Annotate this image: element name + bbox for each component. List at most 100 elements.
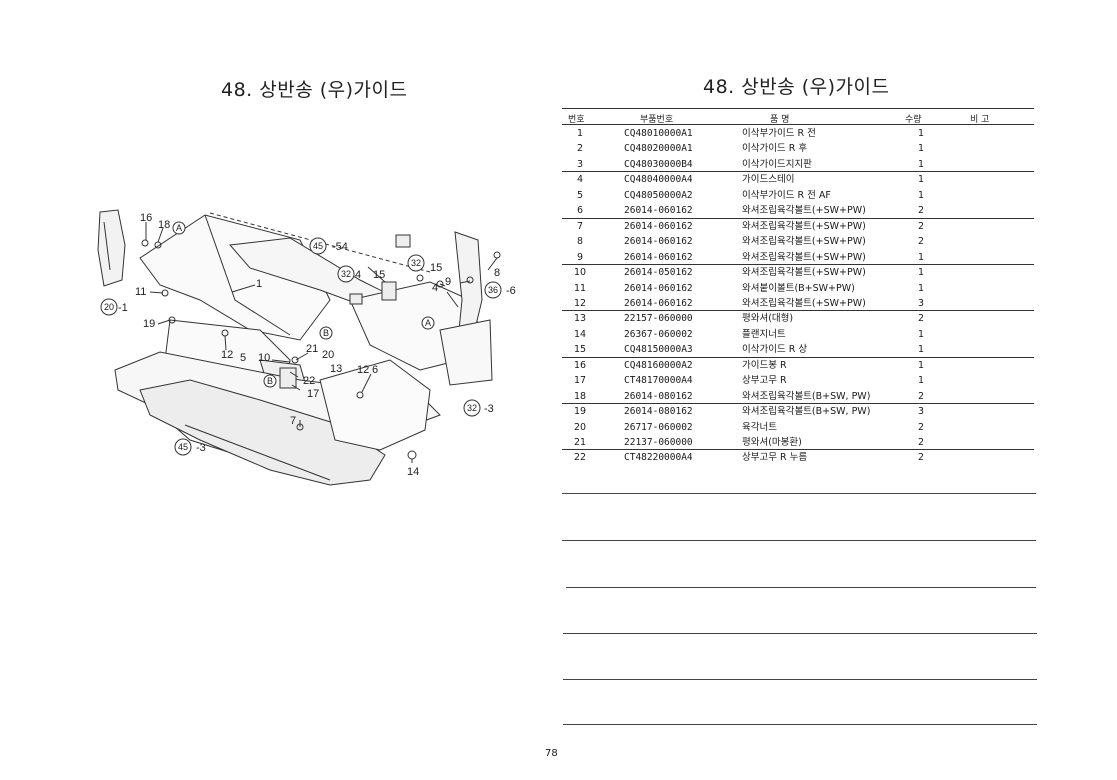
part-name: 와셔조립육각볼트(+SW+PW) <box>742 251 866 263</box>
callout-13: 13 <box>330 363 342 375</box>
row-number: 6 <box>576 205 584 217</box>
quantity: 2 <box>917 220 925 232</box>
part-name: 평와셔(대형) <box>742 313 794 325</box>
quantity: 1 <box>917 267 925 279</box>
quantity: 1 <box>917 328 925 340</box>
quantity: 1 <box>917 251 925 263</box>
part-number: 26014-060162 <box>624 282 693 294</box>
header-qty: 수량 <box>905 115 922 125</box>
quantity: 1 <box>917 189 925 201</box>
part-name: 가이드스테이 <box>742 174 795 186</box>
row-number: 13 <box>573 313 587 325</box>
row-number: 12 <box>573 297 587 309</box>
part-number: 26014-060162 <box>624 297 693 309</box>
header-remark: 비 고 <box>970 115 990 125</box>
part-name: 이삭가이드지지판 <box>742 158 812 170</box>
row-number: 19 <box>573 406 587 418</box>
part-number: 26014-050162 <box>624 267 693 279</box>
quantity: 2 <box>917 313 925 325</box>
group-rule <box>562 310 1034 312</box>
row-number: 15 <box>573 344 587 356</box>
circled-32-bottom: 32 <box>467 403 477 413</box>
row-number: 16 <box>573 359 587 371</box>
part-name: 와셔조립육각볼트(B+SW, PW) <box>742 406 871 418</box>
callout-9: 9 <box>445 276 451 288</box>
row-number: 20 <box>573 421 587 433</box>
row-number: 22 <box>573 452 587 464</box>
callout-19: 19 <box>143 318 155 330</box>
table-top-rule <box>562 108 1034 109</box>
row-number: 1 <box>576 128 584 139</box>
callout-21: 21 <box>306 343 318 355</box>
page-number: 78 <box>545 748 558 759</box>
part-name: 상부고무 R <box>742 375 787 387</box>
callout-16: 16 <box>140 212 152 224</box>
callout-15a: 15 <box>373 269 385 281</box>
part-number: CQ48010000A1 <box>624 128 693 139</box>
group-rule <box>562 403 1034 405</box>
circled-36: 36 <box>488 285 498 295</box>
circled-A-right: A <box>425 318 431 328</box>
row-number: 2 <box>576 143 584 155</box>
blank-rule <box>563 633 1037 634</box>
page-title-right: 48. 상반송 (우)가이드 <box>703 76 890 98</box>
callout-4: 4 <box>432 282 438 294</box>
blank-rule <box>562 493 1036 494</box>
callout-12a: 12 <box>221 349 233 361</box>
part-name: 평와셔(마봉환) <box>742 437 802 448</box>
quantity: 2 <box>917 452 925 464</box>
callout-7: 7 <box>290 415 296 427</box>
row-number: 10 <box>573 267 587 279</box>
quantity: 1 <box>917 282 925 294</box>
group-rule <box>562 356 1034 358</box>
part-number: 26014-080162 <box>624 406 693 418</box>
quantity: 2 <box>917 205 925 217</box>
circled-B-bottom: B <box>267 376 273 386</box>
quantity: 2 <box>917 390 925 402</box>
blank-rule <box>562 540 1036 541</box>
part-number: 26717-060002 <box>624 421 693 433</box>
circled-20: 20 <box>104 302 114 312</box>
callout-17: 17 <box>307 388 319 400</box>
part-number: 26014-060162 <box>624 205 693 217</box>
row-number: 11 <box>573 282 587 294</box>
part-number: 26014-060162 <box>624 236 693 248</box>
circled-45-bottom: 45 <box>178 442 188 452</box>
callout-22: 22 <box>303 375 315 387</box>
row-number: 3 <box>576 158 584 170</box>
part-name: 와셔조립육각볼트(+SW+PW) <box>742 205 866 217</box>
group-rule <box>562 217 1034 219</box>
circled-45-top: 45 <box>313 241 323 251</box>
quantity: 1 <box>917 375 925 387</box>
part-number: CQ48160000A2 <box>624 359 693 371</box>
callout-5: 5 <box>240 352 246 364</box>
callout-18: 18 <box>158 219 170 231</box>
callout-15b: 15 <box>430 262 442 274</box>
part-name: 가이드봉 R <box>742 359 787 371</box>
table-row: 6 26014-060162 와셔조립육각볼트(+SW+PW) 2 <box>562 203 1034 218</box>
group-rule <box>562 264 1034 266</box>
row-number: 9 <box>576 251 584 263</box>
quantity: 3 <box>917 406 925 418</box>
blank-rule <box>566 587 1036 588</box>
quantity: 1 <box>917 344 925 356</box>
part-number: CQ48150000A3 <box>624 344 693 356</box>
part-number: 22157-060000 <box>624 313 693 325</box>
table-row: 19 26014-080162 와셔조립육각볼트(B+SW, PW) 3 <box>562 404 1034 419</box>
part-name: 상부고무 R 누름 <box>742 452 808 464</box>
row-number: 8 <box>576 236 584 248</box>
part-number: CQ48030000B4 <box>624 158 693 170</box>
callout-6: 6 <box>372 364 378 376</box>
circled-32-top: 32 <box>411 258 421 268</box>
part-number: 22137-060000 <box>624 437 693 448</box>
